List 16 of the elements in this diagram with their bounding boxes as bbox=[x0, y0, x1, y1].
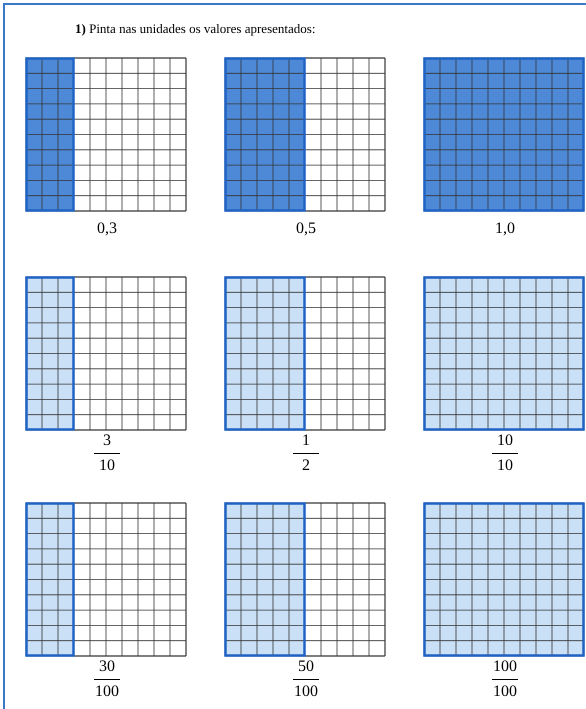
denominator: 10 bbox=[497, 456, 513, 476]
decimal-value: 0,3 bbox=[96, 219, 118, 239]
denominator: 10 bbox=[99, 456, 115, 476]
denominator: 2 bbox=[302, 456, 310, 476]
denominator: 100 bbox=[294, 682, 318, 702]
numerator: 100 bbox=[493, 657, 517, 677]
denominator: 100 bbox=[493, 682, 517, 702]
decimal-value: 1,0 bbox=[494, 219, 516, 239]
numerator: 1 bbox=[302, 431, 310, 451]
numerator: 30 bbox=[99, 657, 115, 677]
decimal-value: 0,5 bbox=[295, 219, 317, 239]
denominator: 100 bbox=[95, 682, 119, 702]
instruction-text: 1) Pinta nas unidades os valores apresentados: bbox=[75, 20, 316, 38]
numerator: 3 bbox=[103, 431, 111, 451]
numerator: 50 bbox=[298, 657, 314, 677]
numerator: 10 bbox=[497, 431, 513, 451]
